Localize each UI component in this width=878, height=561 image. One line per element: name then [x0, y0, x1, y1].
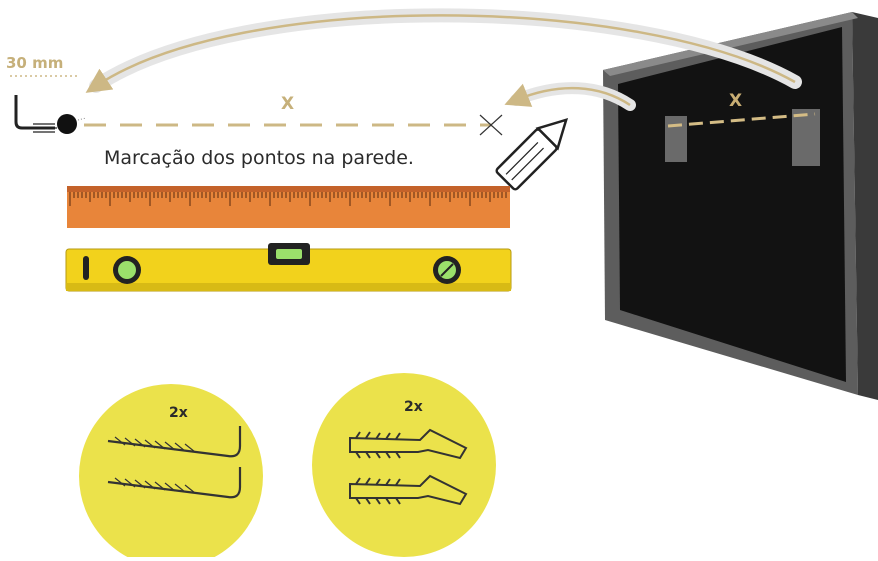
- plug-quantity-label: 2x: [404, 399, 423, 415]
- wall-hook-icon: [14, 95, 87, 134]
- ruler-icon: [67, 186, 510, 228]
- frame-bracket-right: [792, 109, 820, 166]
- distance-x-label: X: [281, 94, 295, 114]
- caption-text: Marcação dos pontos na parede.: [104, 147, 414, 169]
- picture-frame: [603, 12, 878, 400]
- frame-x-label: X: [729, 91, 743, 111]
- measure-distance-label: 30 mm: [6, 54, 64, 72]
- frame-measure-line: [667, 112, 816, 128]
- plug-kit-circle: [312, 373, 496, 557]
- screw-hook-icon: [107, 426, 242, 499]
- spirit-level-icon: [65, 243, 512, 292]
- x-mark: [479, 114, 503, 136]
- screw-kit-circle: [79, 384, 263, 561]
- screw-quantity-label: 2x: [169, 405, 188, 421]
- frame-bracket-left: [665, 116, 687, 162]
- wall-plug-icon: [349, 428, 468, 506]
- pencil-icon: [495, 117, 569, 191]
